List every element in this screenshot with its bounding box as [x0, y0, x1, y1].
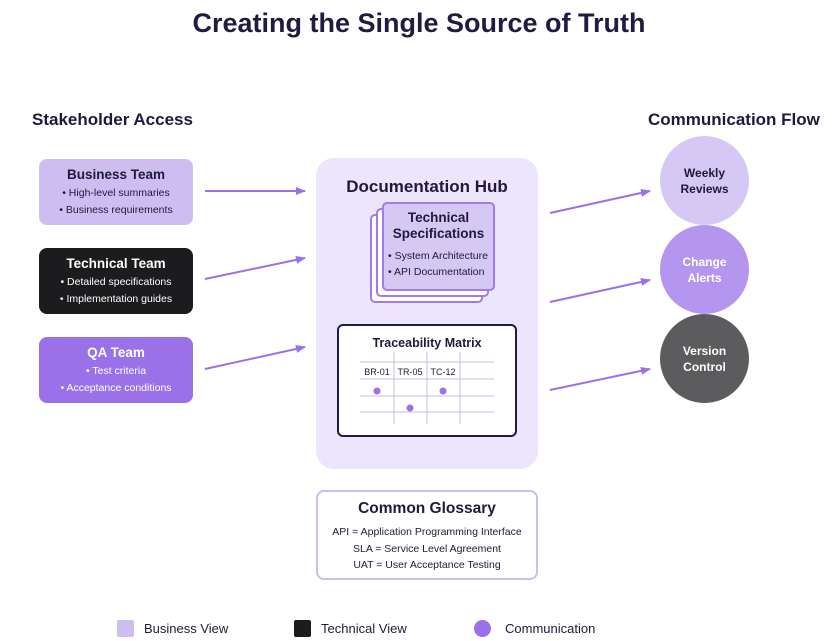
spec-title-line1: Technical — [407, 210, 470, 225]
arrow-qa-to-hub — [204, 345, 306, 370]
legend-business-swatch — [117, 620, 134, 637]
version-control-line1: Version — [682, 343, 727, 358]
legend-business-label: Business View — [144, 621, 229, 636]
business-team-name: Business Team — [66, 167, 166, 182]
arrow-hub-to-change-alerts — [549, 278, 651, 303]
traceability-matrix-title: Traceability Matrix — [372, 336, 482, 350]
glossary-item: SLA = Service Level Agreement — [353, 542, 501, 555]
weekly-reviews-circle: Weekly Reviews — [660, 136, 749, 225]
spec-title-line2: Specifications — [392, 226, 485, 241]
technical-team-item: • Detailed specifications — [60, 276, 172, 288]
legend-technical-label: Technical View — [321, 621, 407, 636]
weekly-reviews-line2: Reviews — [680, 181, 729, 196]
glossary-title: Common Glossary — [358, 500, 496, 517]
technical-team-item: • Implementation guides — [59, 293, 173, 305]
change-alerts-line1: Change — [682, 254, 727, 269]
arrow-hub-to-weekly-reviews — [549, 189, 651, 214]
legend-communication-dot — [474, 620, 491, 637]
spec-item: • API Documentation — [388, 266, 485, 278]
matrix-link-dot — [439, 387, 447, 395]
change-alerts-circle: Change Alerts — [660, 225, 749, 314]
business-team-box: Business Team • High-level summaries • B… — [39, 159, 193, 225]
business-team-item: • High-level summaries — [62, 187, 170, 199]
business-team-item: • Business requirements — [59, 204, 173, 216]
qa-team-item: • Test criteria — [85, 365, 147, 377]
matrix-grid: BR-01 TR-05 TC-12 — [360, 352, 494, 424]
arrow-technical-to-hub — [204, 255, 306, 280]
diagram-title: Creating the Single Source of Truth — [192, 8, 646, 38]
version-control-line2: Control — [683, 359, 726, 374]
technical-specifications-card: Technical Specifications • System Archit… — [382, 202, 495, 291]
spec-item: • System Architecture — [388, 250, 488, 262]
legend-communication-label: Communication — [505, 621, 596, 636]
glossary-item: API = Application Programming Interface — [332, 526, 522, 538]
common-glossary: Common Glossary API = Application Progra… — [316, 490, 538, 580]
matrix-header: BR-01 — [364, 367, 390, 377]
glossary-item: UAT = User Acceptance Testing — [353, 559, 501, 571]
matrix-link-dot — [406, 404, 414, 412]
qa-team-name: QA Team — [87, 345, 145, 360]
matrix-header: TR-05 — [397, 367, 422, 377]
communication-flow-heading: Communication Flow — [648, 110, 820, 129]
qa-team-box: QA Team • Test criteria • Acceptance con… — [39, 337, 193, 403]
version-control-circle: Version Control — [660, 314, 749, 403]
matrix-header: TC-12 — [430, 367, 455, 377]
qa-team-item: • Acceptance conditions — [60, 382, 172, 394]
arrow-hub-to-version-control — [549, 366, 651, 391]
stakeholder-access-heading: Stakeholder Access — [32, 110, 193, 129]
documentation-hub-title: Documentation Hub — [346, 177, 508, 196]
technical-team-name: Technical Team — [66, 256, 166, 271]
change-alerts-line2: Alerts — [687, 270, 722, 285]
technical-team-box: Technical Team • Detailed specifications… — [39, 248, 193, 314]
weekly-reviews-line1: Weekly — [683, 165, 726, 180]
legend-technical-swatch — [294, 620, 311, 637]
matrix-link-dot — [373, 387, 381, 395]
